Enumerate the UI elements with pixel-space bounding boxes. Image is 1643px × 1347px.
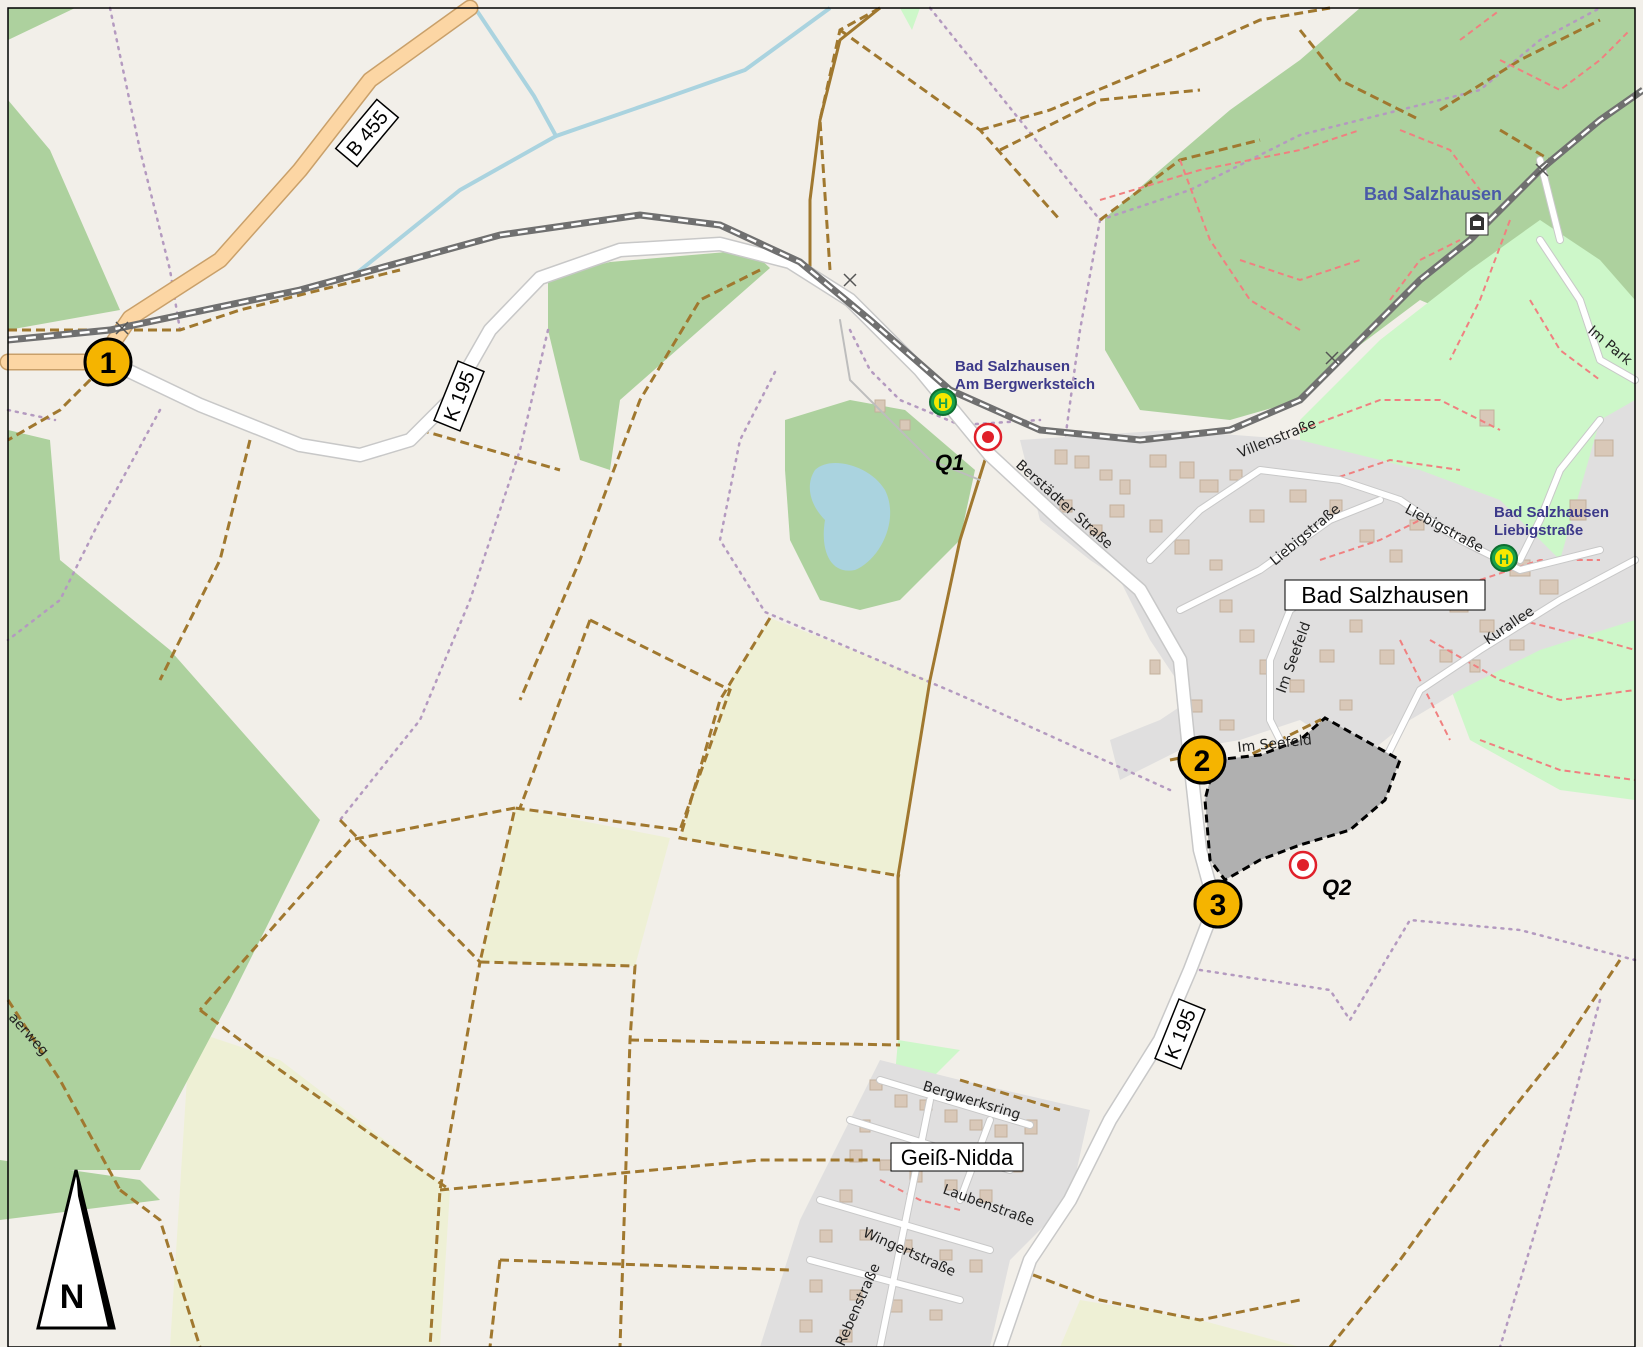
boundaries: [6, 6, 1637, 1347]
stream-branch: [356, 134, 557, 274]
bus-stop-bergwerksteich-line2: Am Bergwerksteich: [955, 376, 1095, 393]
marker-1-label: 1: [100, 347, 117, 380]
station-label-bad-salzhausen: Bad Salzhausen: [1364, 184, 1502, 204]
project-site[interactable]: [1203, 716, 1402, 882]
footpaths: [879, 9, 1636, 1211]
marker-2[interactable]: 2: [1177, 735, 1227, 785]
bus-stop-bergwerksteich-line1: Bad Salzhausen: [955, 358, 1070, 375]
point-q2[interactable]: Q2: [1288, 850, 1352, 900]
point-q1[interactable]: Q1: [935, 422, 1003, 475]
farmland-areas: [170, 618, 1300, 1347]
bus-stop-bergwerksteich[interactable]: H Bad Salzhausen Am Bergwerksteich: [929, 358, 1095, 416]
marker-3[interactable]: 3: [1193, 879, 1243, 929]
bus-stop-liebigstrasse-line2: Liebigstraße: [1494, 522, 1583, 539]
place-label-geiss-nidda: Geiß-Nidda: [901, 1145, 1014, 1170]
marker-1[interactable]: 1: [83, 337, 133, 387]
svg-text:H: H: [938, 395, 948, 411]
train-station-icon[interactable]: [1465, 212, 1489, 236]
point-q2-label: Q2: [1322, 875, 1352, 900]
forest-areas: [0, 8, 1635, 1220]
railway: [7, 87, 1643, 444]
street-label-seefeld-south: Im Seefeld: [1237, 732, 1313, 756]
pond: [809, 462, 891, 571]
stream: [473, 6, 832, 139]
railway-crossings: [115, 163, 1549, 365]
bus-stop-liebigstrasse[interactable]: H Bad Salzhausen Liebigstraße: [1490, 504, 1609, 572]
north-arrow-label: N: [60, 1278, 85, 1316]
place-labels: Bad Salzhausen Geiß-Nidda Bad Salzhausen: [890, 184, 1502, 1172]
svg-text:H: H: [1499, 551, 1509, 567]
point-q1-label: Q1: [935, 450, 964, 475]
map-frame: [7, 7, 1636, 1347]
marker-3-label: 3: [1210, 889, 1227, 922]
water-features: [356, 6, 891, 571]
north-arrow: N: [36, 1169, 116, 1330]
farm-tracks: [808, 6, 987, 1040]
marker-2-label: 2: [1194, 745, 1211, 778]
place-label-bad-salzhausen: Bad Salzhausen: [1301, 582, 1469, 608]
bus-stop-liebigstrasse-line1: Bad Salzhausen: [1494, 504, 1609, 521]
